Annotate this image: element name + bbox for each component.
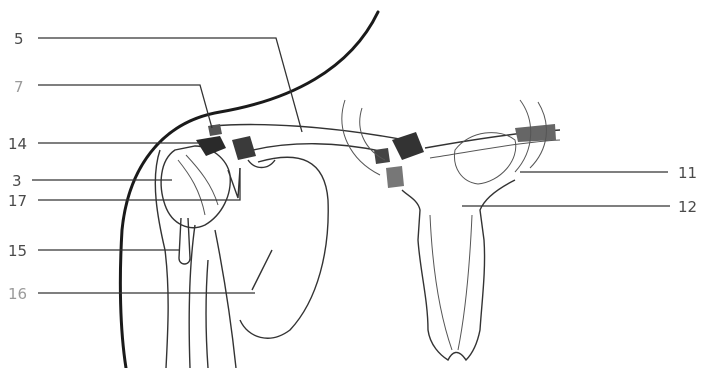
humeral-head-shading: [178, 155, 218, 215]
label-14: 14: [8, 135, 27, 153]
label-5: 5: [14, 30, 24, 48]
label-15: 15: [8, 242, 27, 260]
sc-joint-3: [386, 166, 404, 188]
arm-inner-line-2: [206, 260, 208, 368]
body-outline-back: [120, 12, 378, 368]
sternum-outline: [402, 180, 515, 360]
ac-ligament-1: [232, 136, 256, 160]
trunk-line: [215, 230, 236, 368]
sternum-inner: [430, 215, 472, 350]
scapula-outline: [228, 157, 328, 338]
sternoclavicular-joint: [392, 132, 424, 160]
sc-joint-2: [374, 148, 390, 164]
axilla-line: [252, 250, 272, 290]
clavicle-right-lower: [430, 140, 560, 158]
clavicle: [212, 125, 405, 140]
label-12: 12: [678, 198, 697, 216]
ac-ligament-2: [208, 124, 222, 136]
acromion-joint: [196, 136, 226, 156]
label-11: 11: [678, 164, 697, 182]
sc-joint-right: [454, 133, 515, 184]
clavicle-right-end: [515, 124, 556, 142]
clavicle-lower: [245, 144, 385, 152]
biceps-tendon: [179, 218, 190, 264]
label-3: 3: [12, 172, 22, 190]
label-16: 16: [8, 285, 27, 303]
label-7: 7: [14, 78, 24, 96]
label-17: 17: [8, 192, 27, 210]
